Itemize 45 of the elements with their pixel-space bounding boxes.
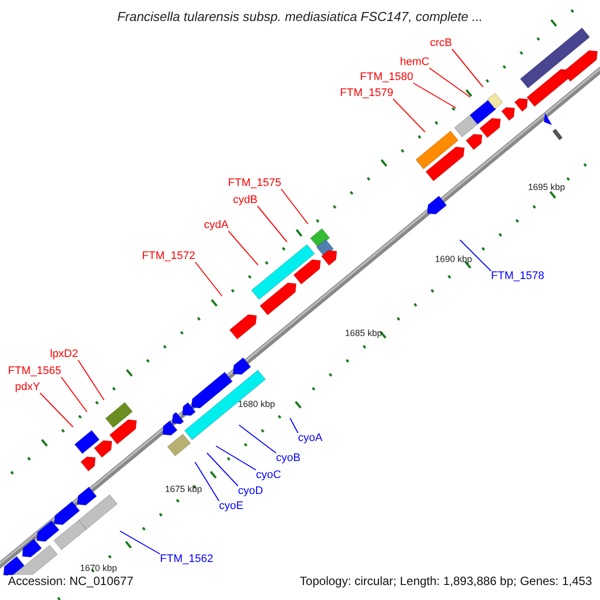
gene-label: FTM_1580	[360, 72, 414, 83]
leader-line	[452, 48, 484, 88]
leader-line	[256, 206, 288, 242]
footer-text: Accession: NC_010677	[8, 575, 134, 587]
gene-label: lpxD2	[50, 349, 78, 360]
title: Francisella tularensis subsp. mediasiatica FSC147, complete ...	[116, 10, 484, 23]
gene-label: cyoD	[238, 486, 264, 497]
leader-line	[290, 418, 298, 434]
gene-label: cydB	[233, 195, 258, 206]
gene-label: cyoB	[276, 453, 300, 464]
gene-label: cyoC	[256, 470, 282, 481]
scale-label: 1695 kbp	[528, 183, 566, 192]
footer-text: Topology: circular; Length: 1,893,886 bp; Genes: 1,453	[300, 575, 592, 587]
scale-label: 1675 kbp	[165, 485, 202, 494]
gene-label: cyoA	[298, 433, 322, 444]
gene-label: cyoE	[219, 501, 244, 512]
leader-line	[460, 240, 492, 272]
scale-label: 1690 kbp	[435, 255, 472, 264]
gene-label: pdxY	[15, 382, 40, 393]
gene-label: FTM_1562	[160, 554, 214, 565]
leader-line	[40, 392, 74, 428]
leader-line	[280, 188, 308, 224]
leader-line	[206, 452, 238, 486]
leader-line	[194, 262, 222, 296]
gene-label: cydA	[204, 220, 228, 231]
leader-line	[392, 98, 426, 132]
scale-label: 1685 kbp	[345, 329, 382, 338]
leader-line	[228, 230, 258, 266]
gene-label: crcB	[430, 38, 452, 49]
leader-line	[428, 68, 470, 98]
leader-line	[78, 360, 104, 400]
leader-line	[120, 530, 160, 554]
leader-line	[60, 376, 88, 412]
scale-label: 1680 kbp	[238, 400, 276, 409]
gene-label: FTM_1565	[8, 366, 62, 377]
gene-label: hemC	[400, 57, 430, 68]
scale-label: 1670 kbp	[80, 564, 118, 573]
gene-label: FTM_1575	[228, 178, 282, 189]
gene-label: FTM_1579	[340, 88, 394, 99]
leader-line	[216, 446, 256, 470]
leader-line	[194, 462, 220, 502]
gene-label: FTM_1578	[491, 271, 544, 282]
leader-line	[238, 424, 276, 454]
gene-label: FTM_1572	[142, 251, 196, 262]
leader-line	[412, 82, 456, 108]
